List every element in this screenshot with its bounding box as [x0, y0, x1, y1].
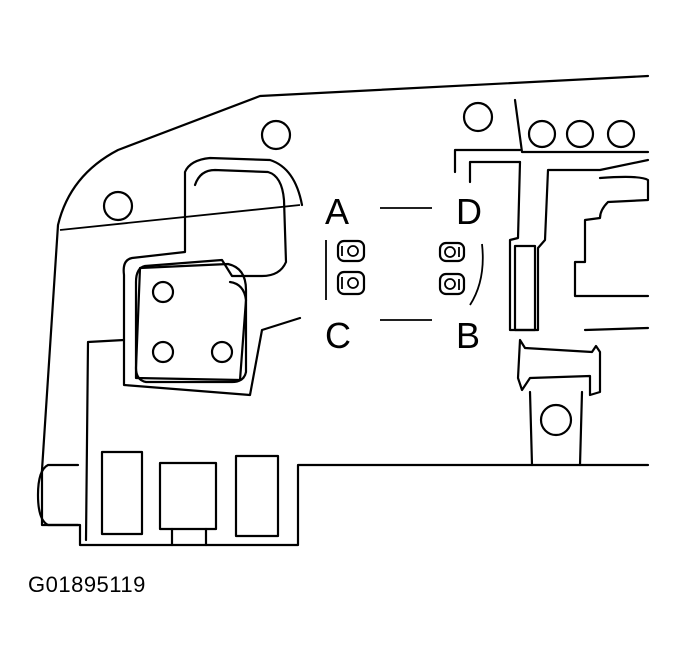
- figure-code: G01895119: [28, 572, 146, 597]
- left-passage: [122, 156, 304, 397]
- mounting-hole: [527, 119, 557, 149]
- right-lower-block: [516, 338, 602, 397]
- label-b: B: [456, 315, 480, 356]
- right-channel: [508, 158, 650, 332]
- right-lower-body: [528, 326, 650, 467]
- mounting-hole: [462, 101, 494, 133]
- mounting-hole: [260, 119, 292, 151]
- right-upper-block: [513, 98, 650, 154]
- mounting-hole: [539, 403, 573, 437]
- label-d: D: [456, 191, 482, 232]
- housing-outline: [40, 74, 650, 547]
- mounting-hole: [565, 119, 595, 149]
- mounting-hole: [102, 190, 134, 222]
- connector-a: [336, 239, 366, 263]
- bottom-slot: [100, 450, 144, 536]
- plate-hole: [151, 340, 175, 364]
- mounting-hole: [606, 119, 636, 149]
- bottom-slot: [158, 461, 218, 531]
- housing-inner-line: [59, 204, 301, 231]
- bottom-slot: [234, 454, 280, 538]
- plate-hole: [151, 280, 175, 304]
- right-slider: [513, 244, 537, 332]
- connector-bracket: [469, 243, 484, 306]
- cover-plate: [134, 262, 248, 384]
- plate-hole: [210, 340, 234, 364]
- connector-c: [336, 270, 366, 296]
- left-passage-inner: [134, 168, 288, 382]
- right-chamber: [573, 175, 650, 298]
- connector-b: [438, 272, 466, 296]
- right-groove: [453, 148, 522, 184]
- left-rail: [84, 338, 126, 542]
- connector-d: [438, 241, 466, 263]
- side-knob: [36, 463, 80, 527]
- label-a: A: [325, 191, 349, 232]
- label-c: C: [325, 315, 351, 356]
- bottom-tab: [170, 527, 208, 547]
